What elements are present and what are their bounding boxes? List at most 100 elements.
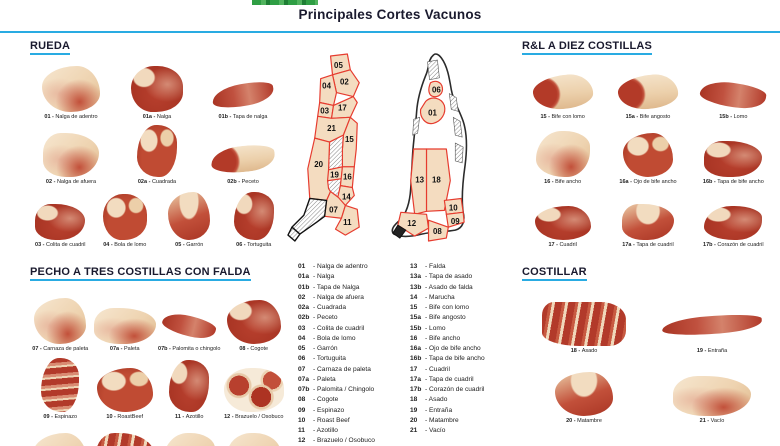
cut-label: 16Bife ancho (544, 179, 581, 186)
meat-photo (41, 358, 80, 412)
cut-label: 06Tortuguita (236, 242, 271, 249)
meat-photo (698, 78, 768, 112)
carcass-diagram-right: 06 01 13 18 10 09 08 12 (384, 50, 478, 253)
region-label: 06 (432, 86, 441, 95)
meat-photo (210, 78, 276, 112)
meat-photo (169, 360, 210, 412)
region-label: 16 (343, 173, 352, 182)
cut-label: 15Bife con lomo (540, 114, 584, 121)
meat-photo (102, 194, 147, 240)
cut-label: 05Garrón (175, 242, 203, 249)
legend-entry: 13aTapa de asado (410, 272, 514, 282)
legend-entry: 02Nalga de afuera (298, 293, 402, 303)
cut-row: 15Bife con lomo 15aBife angosto 15bLomo (520, 59, 776, 121)
cut-label: 01aNalga (143, 114, 171, 121)
legend-entry: 12Brazuelo / Osobuco (298, 436, 402, 446)
meat-photo (93, 308, 156, 344)
meat-photo (35, 204, 86, 240)
cut-18: 18Asado (520, 302, 648, 355)
section-title-rueda: RUEDA (30, 40, 71, 55)
cut-17: 17Cuadril (520, 206, 605, 249)
legend-entry: 15Bife con lomo (410, 303, 514, 313)
meat-photo (542, 302, 626, 346)
region-label: 14 (342, 192, 351, 201)
legend-entry: 09Espinazo (298, 406, 402, 416)
cut-11: 11Azotillo (157, 360, 222, 421)
cut-label: 02aCuadrada (138, 179, 176, 186)
brand-logo (252, 0, 318, 5)
meat-photo (233, 192, 274, 240)
meat-photo (168, 192, 211, 240)
legend-entry: 07bPalomita / Chingolo (298, 385, 402, 395)
meat-photo (95, 433, 154, 446)
meat-photo (34, 298, 87, 344)
cut-label: 19Entraña (697, 348, 727, 355)
meat-photo (33, 433, 88, 446)
region-label: 10 (449, 203, 458, 212)
legend-entry: 16Bife ancho (410, 334, 514, 344)
cut-label: 10RoastBeef (106, 414, 143, 421)
cut-row: 07Carnaza de paleta 07aPaleta 07bPalomit… (28, 289, 286, 353)
region-label: 19 (330, 171, 339, 180)
cut-16b: 16bTapa de bife ancho (691, 141, 776, 186)
legend-entry: 15bLomo (410, 324, 514, 334)
cut-07a: 07aPaleta (93, 308, 158, 353)
meat-photo (96, 368, 153, 412)
cut-05: 05Garrón (157, 192, 222, 249)
section-pecho: PECHO A TRES COSTILLAS CON FALDA 07Carna… (28, 262, 286, 446)
legend-entry: 11Azotillo (298, 426, 402, 436)
legend-entry: 01bTapa de Nalga (298, 283, 402, 293)
cut-row: 16Bife ancho 16aOjo de bife ancho 16bTap… (520, 124, 776, 186)
cut-15: 15Bife con lomo (520, 72, 605, 121)
cut-20: 20Matambre (520, 372, 648, 425)
region-label: 11 (343, 218, 352, 227)
legend-entry: 07Carnaza de paleta (298, 365, 402, 375)
cut-label: 15bLomo (719, 114, 747, 121)
region-label: 08 (433, 227, 442, 236)
cut-row: 01Nalga de adentro 01aNalga 01bTapa de n… (28, 59, 286, 121)
meat-photo (531, 72, 595, 112)
legend-entry: 10Roast Beef (298, 416, 402, 426)
cut-label: 21Vacío (700, 418, 725, 425)
region-label: 07 (329, 205, 338, 214)
meat-photo (137, 125, 177, 177)
cut-06: 06Tortuguita (222, 192, 287, 249)
legend-entry: 17aTapa de cuadril (410, 375, 514, 385)
legend-entry: 04Bola de lomo (298, 334, 402, 344)
legend-column-1: 01Nalga de adentro 01aNalga 01bTapa de N… (298, 262, 402, 446)
region-label: 04 (322, 82, 331, 91)
cut-21: 21Vacío (648, 376, 776, 425)
cut-04: 04Bola de lomo (93, 194, 158, 249)
meat-photo (163, 433, 216, 446)
legend-column-2: 13Falda 13aTapa de asado 13bAsado de fal… (410, 262, 514, 446)
region-label: 03 (320, 106, 329, 115)
section-title-rl: R&L A DIEZ COSTILLAS (522, 40, 653, 55)
meat-photo (704, 206, 763, 240)
section-title-pecho: PECHO A TRES COSTILLAS CON FALDA (30, 266, 251, 281)
region-label: 02 (340, 78, 349, 87)
legend-entry: 18Asado (410, 395, 514, 405)
cut-01b: 01bTapa de nalga (200, 78, 286, 121)
meat-photo (673, 376, 751, 416)
meat-photo (131, 66, 183, 112)
section-rueda: RUEDA 01Nalga de adentro 01aNalga 01bTap… (28, 36, 286, 249)
cut-label: 15aBife angosto (626, 114, 671, 121)
meat-photo (160, 309, 218, 343)
cut-cropped (28, 433, 93, 446)
meat-photo (616, 72, 680, 112)
cut-02: 02Nalga de afuera (28, 133, 114, 186)
cut-label: 07aPaleta (110, 346, 140, 353)
meat-photo (226, 300, 281, 344)
region-label: 09 (451, 217, 460, 226)
cut-16a: 16aOjo de bife ancho (605, 133, 690, 186)
legend-entry: 02bPeceto (298, 313, 402, 323)
cut-label: 20Matambre (566, 418, 602, 425)
cut-cropped (93, 433, 158, 446)
cut-label: 16bTapa de bife ancho (703, 179, 764, 186)
cut-10: 10RoastBeef (93, 368, 158, 421)
header-rule (0, 31, 780, 33)
meat-photo (43, 133, 99, 177)
cut-label: 08Cogote (239, 346, 268, 353)
legend-entry: 05Garrón (298, 344, 402, 354)
